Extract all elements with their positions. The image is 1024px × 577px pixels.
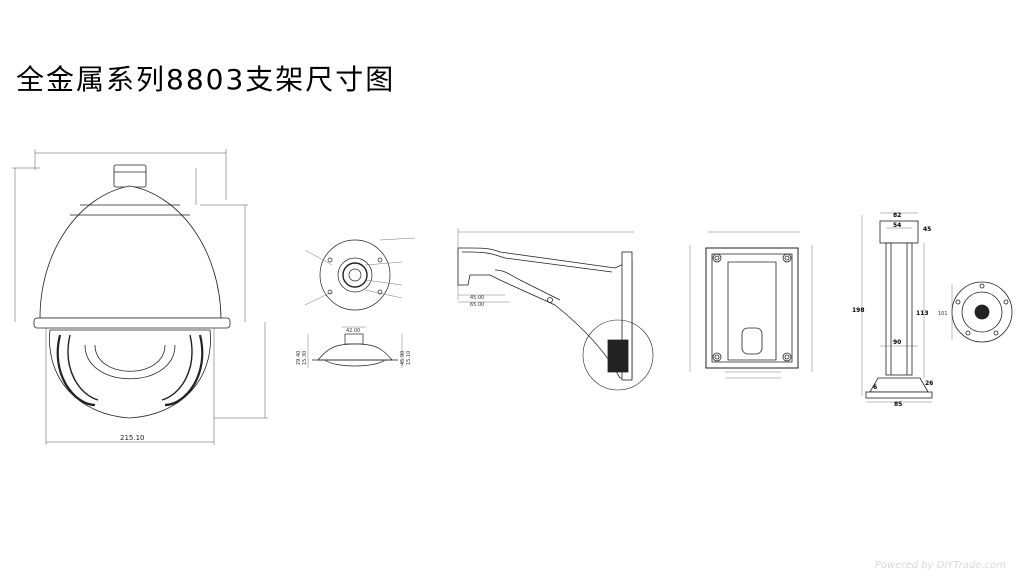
dome-width-label: 215.10 [120, 434, 145, 442]
pole-shaft-height-label: 113 [916, 310, 929, 317]
plate-height-label-4: 15.10 [406, 351, 412, 365]
arm-dim-label-1: 45.00 [470, 295, 484, 301]
bracket-arm-drawing: 45.00 65.00 [457, 228, 654, 391]
pendant-pole-drawing: 82 54 45 198 113 90 6 26 85 101 [852, 212, 1013, 408]
pole-total-height-label: 198 [852, 307, 865, 314]
wall-plate-drawing [689, 231, 813, 379]
pole-base-thickness-label: 6 [873, 384, 877, 391]
mount-plate-drawing: 42.00 29.40 15.30 45.90 15.10 [296, 237, 416, 368]
plate-height-label-3: 45.90 [400, 351, 406, 365]
pole-base-height-label: 26 [925, 380, 933, 387]
pole-cap-height-label: 45 [923, 226, 931, 233]
page-title: 全金属系列8803支架尺寸图 [16, 63, 396, 96]
plate-height-label-1: 29.40 [296, 351, 302, 365]
pole-flange-diameter-label: 101 [938, 311, 948, 317]
plate-height-label-2: 15.30 [302, 351, 308, 365]
arm-dim-label-2: 65.00 [470, 302, 484, 308]
plate-diameter-label: 42.00 [346, 328, 360, 334]
pole-base-inner-label: 90 [893, 339, 901, 346]
pole-top-width-label: 82 [893, 212, 901, 219]
watermark: Powered by DIYTrade.com [874, 560, 1006, 571]
dome-camera-drawing: 215.10 [12, 149, 268, 445]
pole-inner-width-label: 54 [893, 222, 901, 229]
pole-base-width-label: 85 [894, 401, 902, 408]
